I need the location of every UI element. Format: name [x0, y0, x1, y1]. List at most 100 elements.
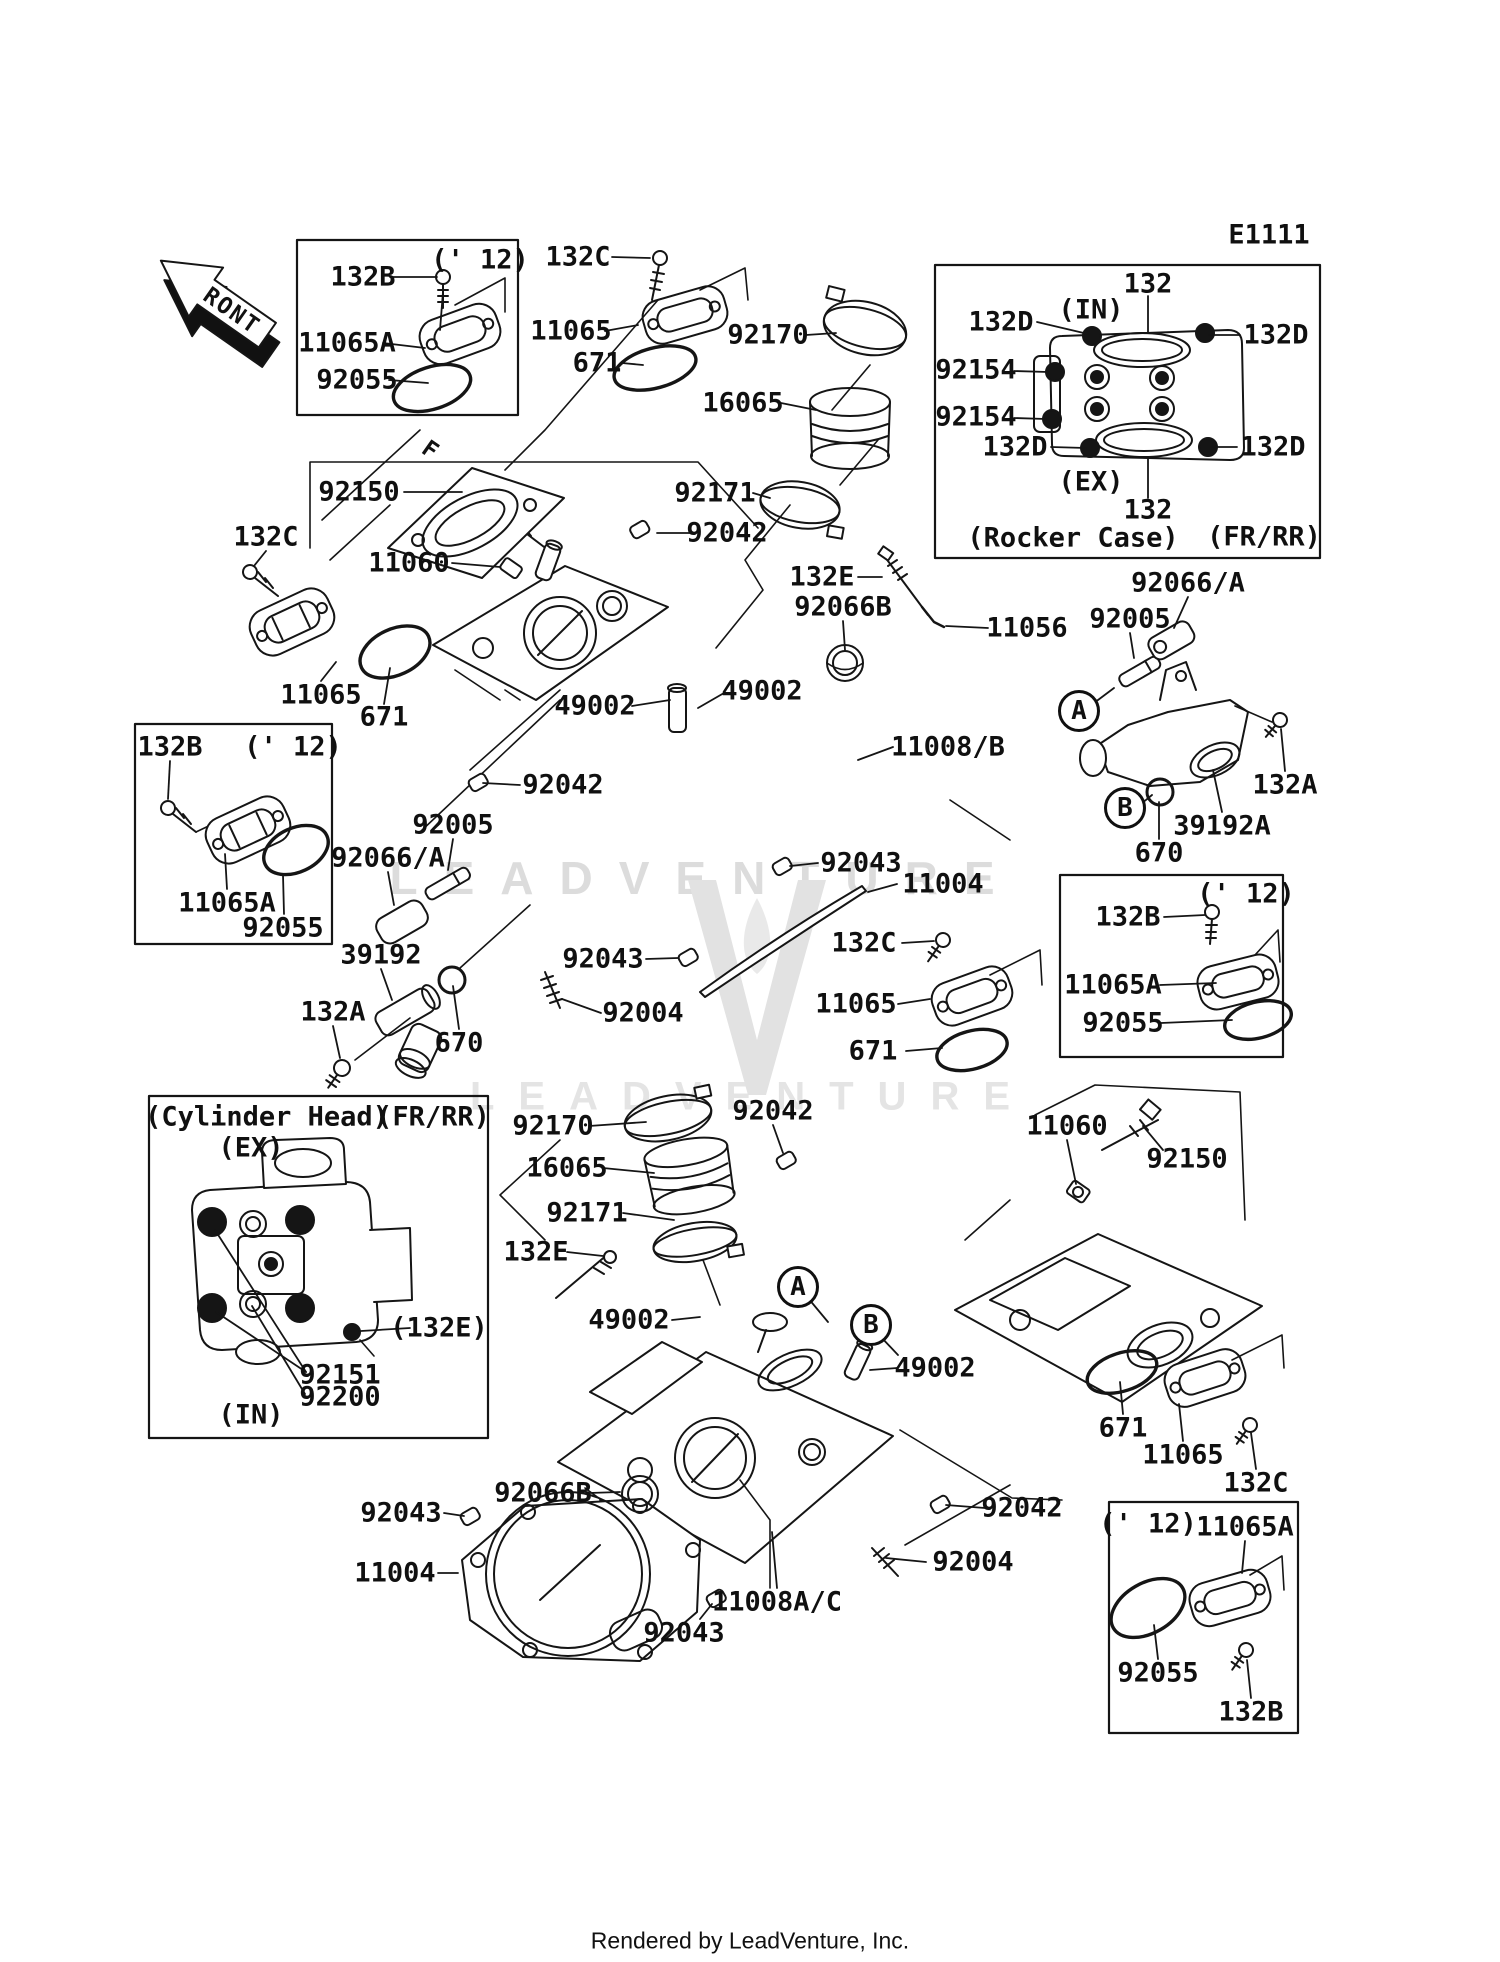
part-label-132e: 132E: [503, 1236, 569, 1268]
footer-credit: Rendered by LeadVenture, Inc.: [590, 1927, 910, 1954]
part-label-132c: 132C: [545, 241, 611, 273]
part-label-132d: 132D: [1243, 319, 1309, 351]
part-label-39192a: 39192A: [1173, 810, 1271, 842]
leadventure-watermark: LEADVENTURE: [389, 852, 1021, 904]
part-label-132a: 132A: [300, 996, 366, 1028]
part-label-92004: 92004: [932, 1546, 1014, 1578]
part-label-92055: 92055: [316, 364, 398, 396]
part-label-49002: 49002: [894, 1352, 976, 1384]
part-label-132e: (132E): [390, 1312, 488, 1344]
part-label-92043: 92043: [820, 847, 902, 879]
plugs-and-gasket-upper: [467, 772, 1010, 1008]
part-label-92150: 92150: [318, 476, 400, 508]
inset-box-left-12: [135, 724, 332, 944]
part-label-132b: 132B: [330, 261, 396, 293]
part-label-671: 671: [1098, 1412, 1148, 1444]
part-label-12: (' 12): [244, 731, 342, 763]
part-label-frrr: (FR/RR): [376, 1101, 490, 1133]
part-label-670: 670: [1134, 837, 1184, 869]
intake-stack-upper: [629, 286, 914, 540]
part-label-11065a: 11065A: [298, 327, 396, 359]
part-label-a-circled: A: [777, 1266, 819, 1308]
part-label-12: (' 12): [431, 244, 529, 276]
part-label-16065: 16065: [702, 387, 784, 419]
part-label-92042: 92042: [732, 1095, 814, 1127]
part-label-11008ac: 11008A/C: [711, 1586, 843, 1618]
part-label-49002: 49002: [554, 690, 636, 722]
part-label-12: (' 12): [1197, 878, 1295, 910]
part-label-a-circled: A: [1058, 690, 1100, 732]
part-label-132b: 132B: [1095, 901, 1161, 933]
part-label-b-circled: B: [1104, 787, 1146, 829]
part-label-92066b: 92066B: [794, 591, 892, 623]
part-label-49002: 49002: [588, 1304, 670, 1336]
rocker-case-drawing: [1034, 324, 1244, 460]
part-label-670: 670: [434, 1027, 484, 1059]
part-label-92042: 92042: [686, 517, 768, 549]
part-label-92154: 92154: [935, 354, 1017, 386]
lower-head-drawing: [558, 1150, 1062, 1588]
part-label-132d: 132D: [982, 431, 1048, 463]
part-label-12: (' 12): [1099, 1508, 1197, 1540]
part-label-132e: 132E: [789, 561, 855, 593]
inset-box-right-12: [1060, 875, 1283, 1057]
inset-box-rocker-case: [935, 265, 1320, 558]
leadventure-watermark-2: LEADVENTURE: [469, 1074, 1035, 1119]
part-label-92055: 92055: [1082, 1007, 1164, 1039]
cylinder-base-gasket: [459, 1476, 1010, 1661]
part-label-frrr: (FR/RR): [1207, 521, 1321, 553]
part-label-11065: 11065: [1142, 1439, 1224, 1471]
part-label-49002: 49002: [721, 675, 803, 707]
part-label-11065: 11065: [815, 988, 897, 1020]
part-label-132b: 132B: [1218, 1696, 1284, 1728]
part-label-92043: 92043: [562, 943, 644, 975]
part-label-11004: 11004: [902, 868, 984, 900]
thermostat-cluster-right: [1080, 618, 1290, 805]
inset-box-top-left: [297, 240, 518, 415]
inset-box-bottom-right-12: [1109, 1502, 1298, 1733]
part-label-92170: 92170: [512, 1110, 594, 1142]
part-label-92055: 92055: [242, 912, 324, 944]
cylinder-head-top-view: [192, 1138, 412, 1364]
part-label-132c: 132C: [233, 521, 299, 553]
leader-lines: [168, 257, 1285, 1698]
part-label-92066a: 92066/A: [331, 842, 445, 874]
part-label-16065: 16065: [526, 1152, 608, 1184]
part-label-92066b: 92066B: [494, 1477, 592, 1509]
part-label-92170: 92170: [727, 319, 809, 351]
part-label-132a: 132A: [1252, 769, 1318, 801]
part-label-ex: (EX): [218, 1132, 284, 1164]
part-label-92151: 92151: [299, 1359, 381, 1391]
part-label-e1111: E1111: [1228, 219, 1310, 251]
part-label-92043: 92043: [643, 1617, 725, 1649]
part-label-132d: 132D: [968, 306, 1034, 338]
part-label-11060: 11060: [368, 547, 450, 579]
rear-head-drawing: [955, 1085, 1284, 1448]
inset4-cover-parts: [1194, 905, 1295, 1046]
part-label-132b: 132B: [137, 731, 203, 763]
part-label-92004: 92004: [602, 997, 684, 1029]
part-label-671: 671: [848, 1035, 898, 1067]
part-label-92154: 92154: [935, 401, 1017, 433]
part-label-132: 132: [1123, 494, 1173, 526]
part-label-92005: 92005: [1089, 603, 1171, 635]
part-label-92043: 92043: [360, 1497, 442, 1529]
part-label-132c: 132C: [1223, 1467, 1289, 1499]
part-label-92055: 92055: [1117, 1657, 1199, 1689]
part-label-132c: 132C: [831, 927, 897, 959]
part-label-39192: 39192: [340, 939, 422, 971]
part-label-92005: 92005: [412, 809, 494, 841]
intake-stack-lower: [500, 1085, 744, 1305]
part-label-11060: 11060: [1026, 1110, 1108, 1142]
part-label-132: 132: [1123, 268, 1173, 300]
inset-boxes: [135, 240, 1320, 1733]
part-label-92042: 92042: [981, 1492, 1063, 1524]
part-label-11065: 11065: [530, 315, 612, 347]
part-label-11065: 11065: [280, 679, 362, 711]
part-label-in: (IN): [218, 1399, 284, 1431]
inset3-cover-parts: [158, 790, 336, 884]
inset6-cover-parts: [1101, 1556, 1284, 1674]
